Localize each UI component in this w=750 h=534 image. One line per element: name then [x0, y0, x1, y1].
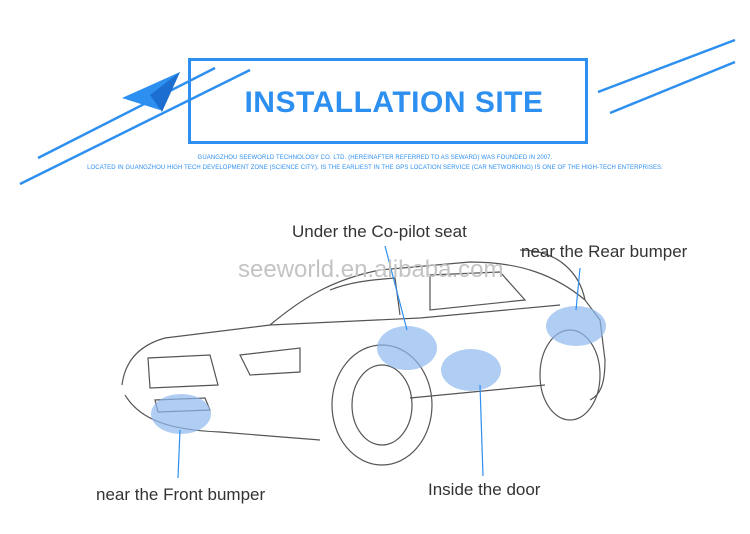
- marker-door: [441, 349, 501, 391]
- deco-line: [37, 66, 216, 160]
- marker-rear: [546, 306, 606, 346]
- leader-copilot: [384, 245, 408, 331]
- leader-door: [479, 384, 484, 477]
- deco-line: [609, 60, 736, 115]
- page-title: INSTALLATION SITE: [244, 86, 544, 119]
- paper-plane-icon: [122, 72, 180, 112]
- leader-front: [177, 429, 181, 479]
- deco-line: [597, 38, 736, 94]
- company-intro-line-1: GUANGZHOU SEEWORLD TECHNOLOGY CO. LTD. (…: [197, 155, 553, 161]
- marker-copilot: [377, 326, 437, 370]
- title-frame: [188, 58, 588, 144]
- leader-rear: [575, 267, 581, 311]
- company-intro-line-2: LOCATED IN GUANGZHOU HIGH TECH DEVELOPME…: [87, 165, 663, 171]
- label-inside-door: Inside the door: [428, 480, 541, 499]
- label-copilot-seat: Under the Co-pilot seat: [292, 222, 467, 241]
- label-front-bumper: near the Front bumper: [96, 485, 266, 504]
- watermark: seeworld.en.alibaba.com: [238, 256, 504, 283]
- deco-line: [19, 68, 251, 186]
- label-rear-bumper: near the Rear bumper: [521, 242, 688, 261]
- marker-front: [151, 394, 211, 434]
